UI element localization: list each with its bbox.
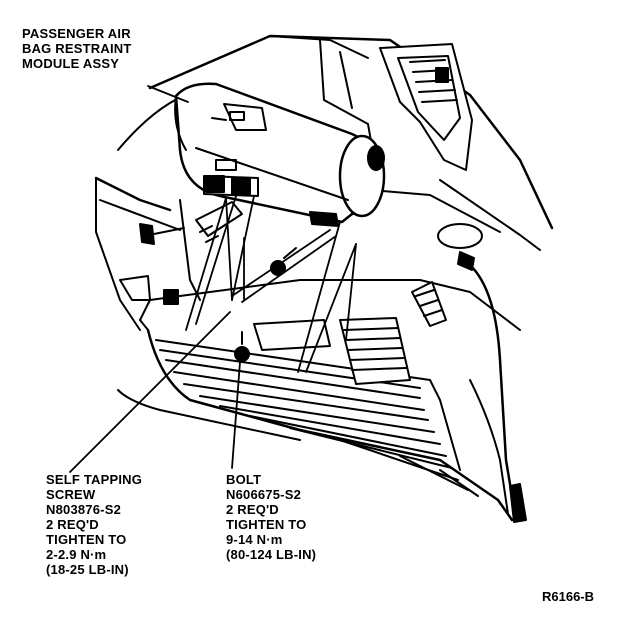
callout-line: N803876-S2 — [46, 502, 121, 517]
callout-line: BOLT — [226, 472, 262, 487]
air-bag-module — [174, 82, 386, 224]
figure-reference: R6166-B — [542, 589, 595, 604]
bolt-center — [234, 247, 297, 362]
callout-line: TIGHTEN TO — [46, 532, 127, 547]
callout-line: SCREW — [46, 487, 96, 502]
callout-line: (18-25 LB-IN) — [46, 562, 129, 577]
mounting-brackets — [203, 175, 339, 227]
screw-left — [139, 223, 185, 245]
callout-line: 2 REQ'D — [46, 517, 99, 532]
vent-upper-right — [319, 39, 473, 171]
vent-lower-right — [253, 317, 411, 385]
callout-line: 9-14 N·m — [226, 532, 283, 547]
side-panel — [411, 223, 527, 523]
glove-box-panel — [117, 279, 521, 522]
module-assy-callout: PASSENGER AIR BAG RESTRAINT MODULE ASSY — [22, 26, 132, 71]
alignment-lines — [185, 195, 357, 373]
callout-line: MODULE ASSY — [22, 56, 120, 71]
bolt-callout: BOLT N606675-S2 2 REQ'D TIGHTEN TO 9-14 … — [226, 472, 316, 562]
self-tapping-screw-callout: SELF TAPPING SCREW N803876-S2 2 REQ'D TI… — [46, 472, 142, 577]
callout-line: TIGHTEN TO — [226, 517, 307, 532]
callout-line: 2 REQ'D — [226, 502, 279, 517]
callout-line: BAG RESTRAINT — [22, 41, 132, 56]
callout-line: N606675-S2 — [226, 487, 301, 502]
callout-line: PASSENGER AIR — [22, 26, 131, 41]
callout-line: 2-2.9 N·m — [46, 547, 107, 562]
leader-lines — [69, 85, 241, 473]
callout-line: SELF TAPPING — [46, 472, 143, 487]
callout-line: (80-124 LB-IN) — [226, 547, 317, 562]
left-dash-structure — [119, 199, 243, 331]
